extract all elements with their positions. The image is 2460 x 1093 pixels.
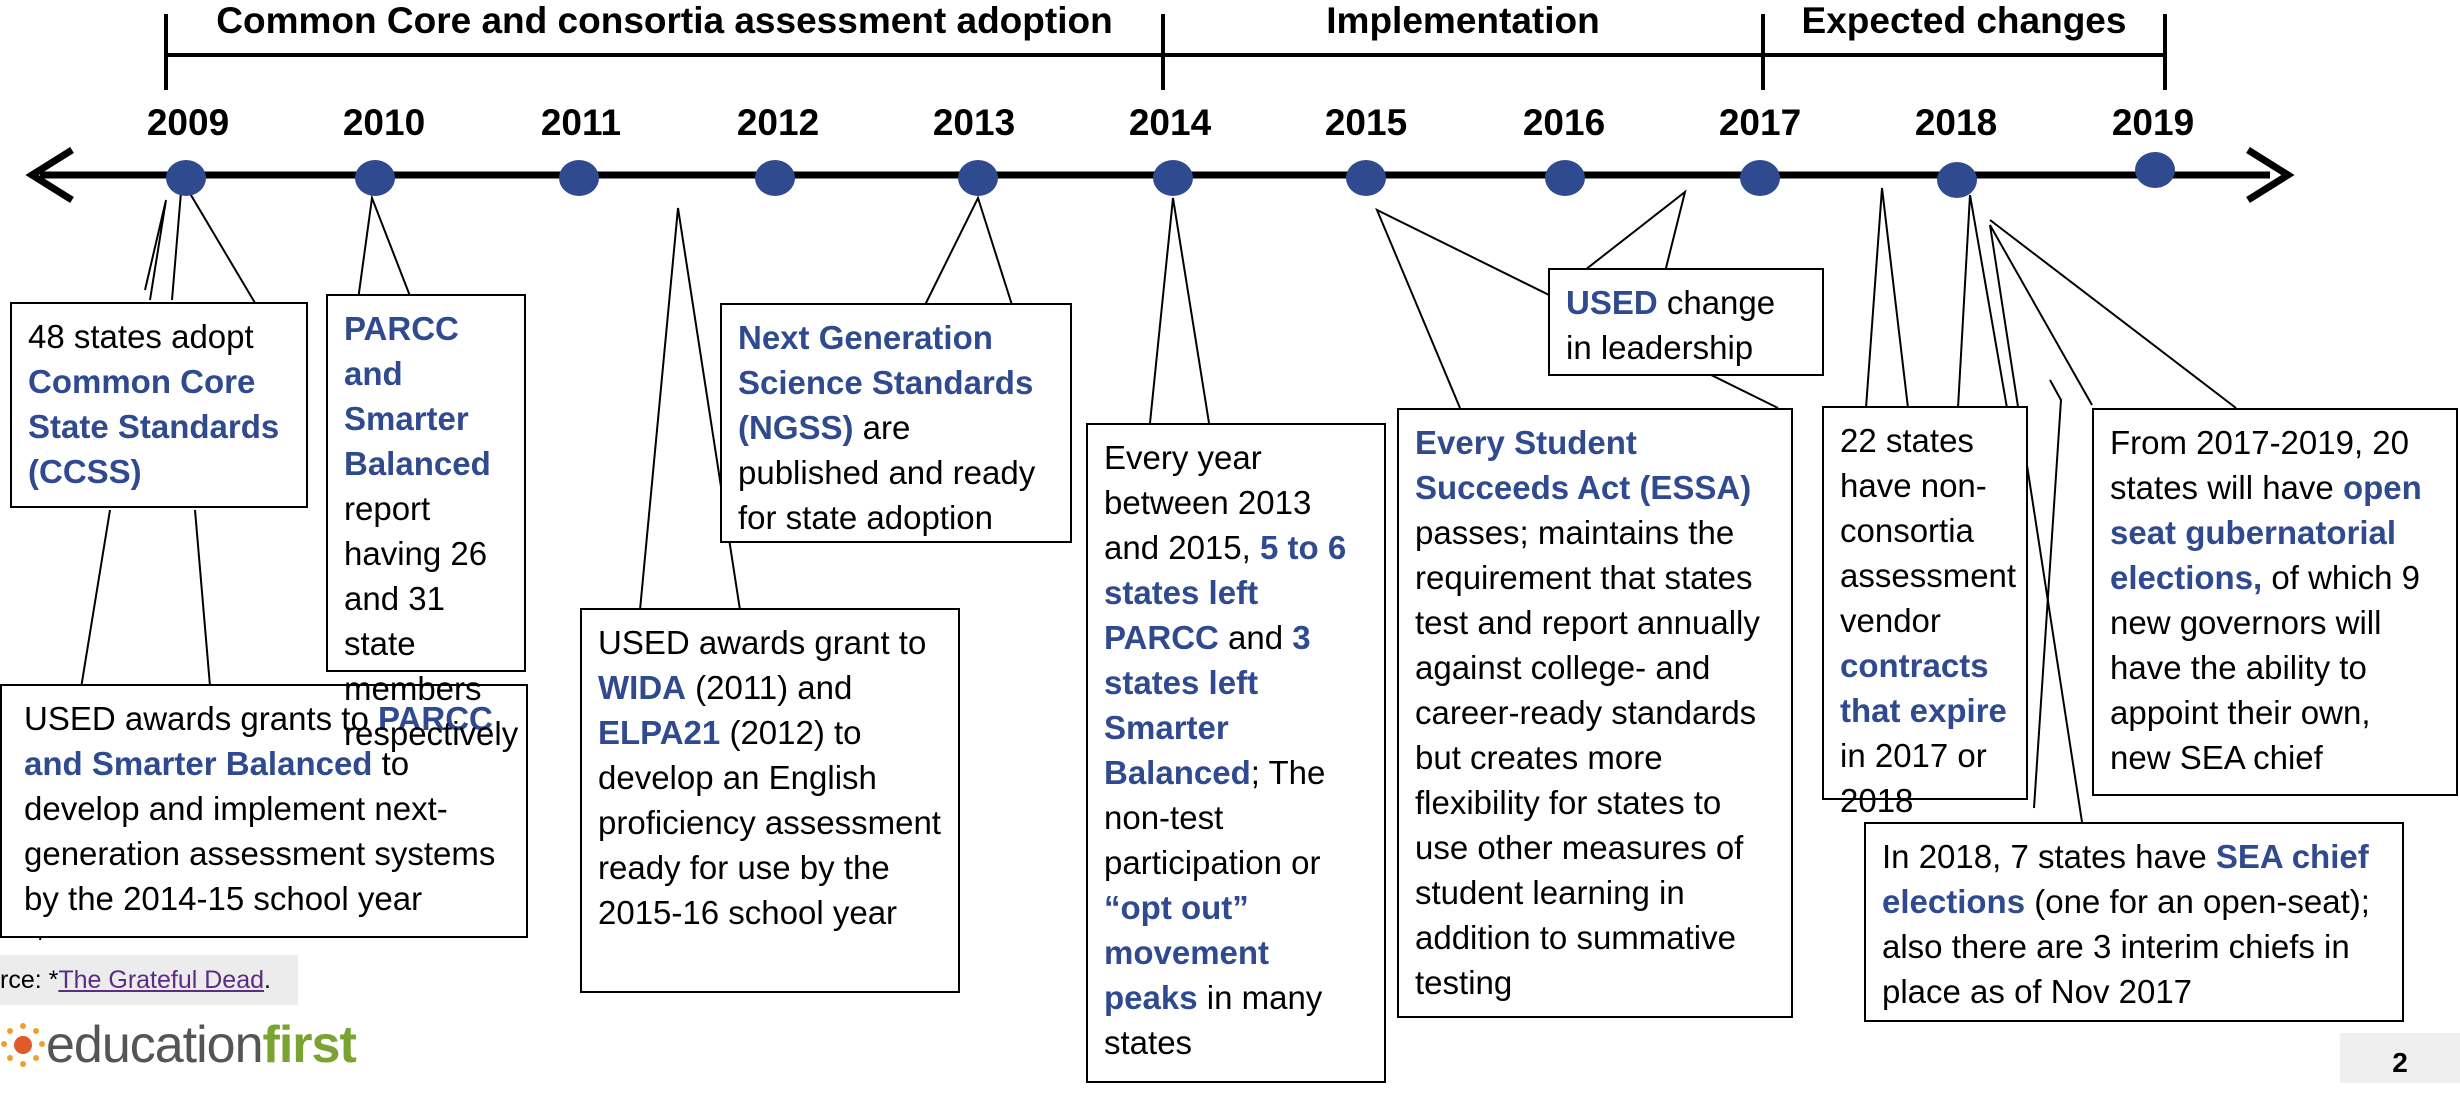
callout-2018-vendor-contracts: 22 states have non-consortia assessment … [1822, 406, 2028, 819]
year-label-2016: 2016 [1522, 102, 1606, 143]
callout-highlight: Every Student Succeeds Act (ESSA) [1415, 424, 1752, 506]
phase-label-adoption: Common Core and consortia assessment ado… [216, 0, 1113, 41]
page-number: 2 [2340, 1033, 2460, 1083]
dot-2011 [559, 160, 599, 196]
callout-text: In 2018, 7 states have [1882, 838, 2216, 875]
callout-2011-wida-elpa21: USED awards grant to WIDA (2011) and ELP… [580, 608, 960, 993]
dot-2014 [1153, 160, 1193, 196]
callout-text: 22 states have non-consortia assessment … [1840, 422, 2017, 639]
phase-label-expected-changes: Expected changes [1801, 0, 2127, 41]
logo-wordmark: educationfirst [46, 1015, 357, 1075]
callout-text: Every year between 2013 and 2015, [1104, 439, 1312, 566]
callout-highlight: 5 to 6 states left PARCC [1104, 529, 1347, 656]
callout-2010-consortia-members: PARCC and Smarter Balanced report having… [326, 294, 526, 752]
dot-2019 [2135, 152, 2175, 188]
phase-brackets [164, 14, 2167, 90]
dot-2018 [1937, 162, 1977, 198]
year-dots [166, 152, 2175, 198]
year-label-2015: 2015 [1324, 102, 1408, 143]
year-label-2014: 2014 [1128, 102, 1212, 143]
callout-2013-ngss: Next Generation Science Standards (NGSS)… [720, 303, 1072, 543]
year-label-2019: 2019 [2111, 102, 2195, 143]
callout-text: (2011) and [685, 669, 853, 706]
callout-2015-essa: Every Student Succeeds Act (ESSA) passes… [1397, 408, 1793, 1018]
logo-text-bold: first [262, 1016, 357, 1074]
callout-text: USED awards grant to [598, 624, 927, 661]
year-label-2012: 2012 [736, 102, 820, 143]
callout-text: ; The non-test participation or [1104, 754, 1326, 881]
phase-label-implementation: Implementation [1326, 0, 1600, 41]
callout-pointers [39, 176, 2237, 941]
callout-2016-used-leadership: USED change in leadership [1548, 268, 1824, 376]
source-link[interactable]: The Grateful Dead [58, 966, 265, 994]
callout-highlight: open seat gubernatorial elections, [2110, 469, 2422, 596]
callout-text: of which 9 new governors will have the a… [2110, 559, 2420, 776]
callout-highlight: SEA chief elections [1882, 838, 2369, 920]
callout-highlight: ELPA21 [598, 714, 721, 751]
callout-highlight: PARCC and Smarter Balanced [344, 310, 491, 482]
callout-2014-consortia-exits: Every year between 2013 and 2015, 5 to 6… [1086, 423, 1386, 1083]
brand-logo: educationfirst [0, 1010, 357, 1080]
callout-text: are published and ready for state adopti… [738, 409, 1036, 536]
callout-highlight: 3 states left Smarter Balanced [1104, 619, 1311, 791]
callout-2018-sea-chief-elections: In 2018, 7 states have SEA chief electio… [1864, 822, 2404, 1022]
year-label-2011: 2011 [540, 102, 622, 143]
callout-text: change in leadership [1566, 284, 1776, 366]
source-suffix: . [264, 966, 271, 994]
callout-highlight: USED [1566, 284, 1658, 321]
dot-2009 [166, 160, 206, 196]
year-label-2018: 2018 [1914, 102, 1998, 143]
callout-text: in many states [1104, 979, 1323, 1061]
year-label-2010: 2010 [342, 102, 426, 143]
source-note: rce: *The Grateful Dead. [0, 955, 298, 1005]
dot-2016 [1545, 160, 1585, 196]
callout-text: to develop and implement next-generation… [24, 745, 496, 917]
year-label-2009: 2009 [146, 102, 230, 143]
callout-2009-ccss: 48 states adopt Common Core State Standa… [10, 302, 308, 508]
sunburst-icon [1, 1023, 45, 1067]
dot-2010 [355, 160, 395, 196]
year-label-2013: 2013 [932, 102, 1016, 143]
dot-2017 [1740, 160, 1780, 196]
logo-text-plain: education [46, 1016, 264, 1074]
callout-text: USED awards grants to [24, 700, 378, 737]
dot-2015 [1346, 160, 1386, 196]
callout-text: (2012) to develop an English proficiency… [598, 714, 941, 931]
dot-2012 [755, 160, 795, 196]
callout-highlight: “opt out” movement peaks [1104, 889, 1270, 1016]
source-prefix: rce: * [0, 966, 59, 994]
callout-text: From 2017-2019, 20 states will have [2110, 424, 2410, 506]
callout-text: passes; maintains the requirement that s… [1415, 514, 1760, 1001]
callout-text: in 2017 or 2018 [1840, 737, 1987, 819]
callout-text: report having 26 and 31 state members re… [344, 490, 519, 752]
year-label-2017: 2017 [1718, 102, 1802, 143]
callout-text: and [1218, 619, 1293, 656]
callout-text: 48 states adopt [28, 318, 254, 355]
callout-text: (one for an open-seat); also there are 3… [1882, 883, 2370, 1010]
callout-highlight: PARCC and Smarter Balanced [24, 700, 493, 782]
dot-2013 [958, 160, 998, 196]
callout-highlight: Next Generation Science Standards (NGSS) [738, 319, 1034, 446]
callout-2009-usd-grants: USED awards grants to PARCC and Smarter … [0, 684, 528, 938]
callout-highlight: WIDA [598, 669, 686, 706]
callout-highlight: contracts that expire [1840, 647, 2007, 729]
callout-2019-gubernatorial-elections: From 2017-2019, 20 states will have open… [2092, 408, 2458, 796]
callout-highlight: Common Core State Standards (CCSS) [28, 363, 280, 490]
